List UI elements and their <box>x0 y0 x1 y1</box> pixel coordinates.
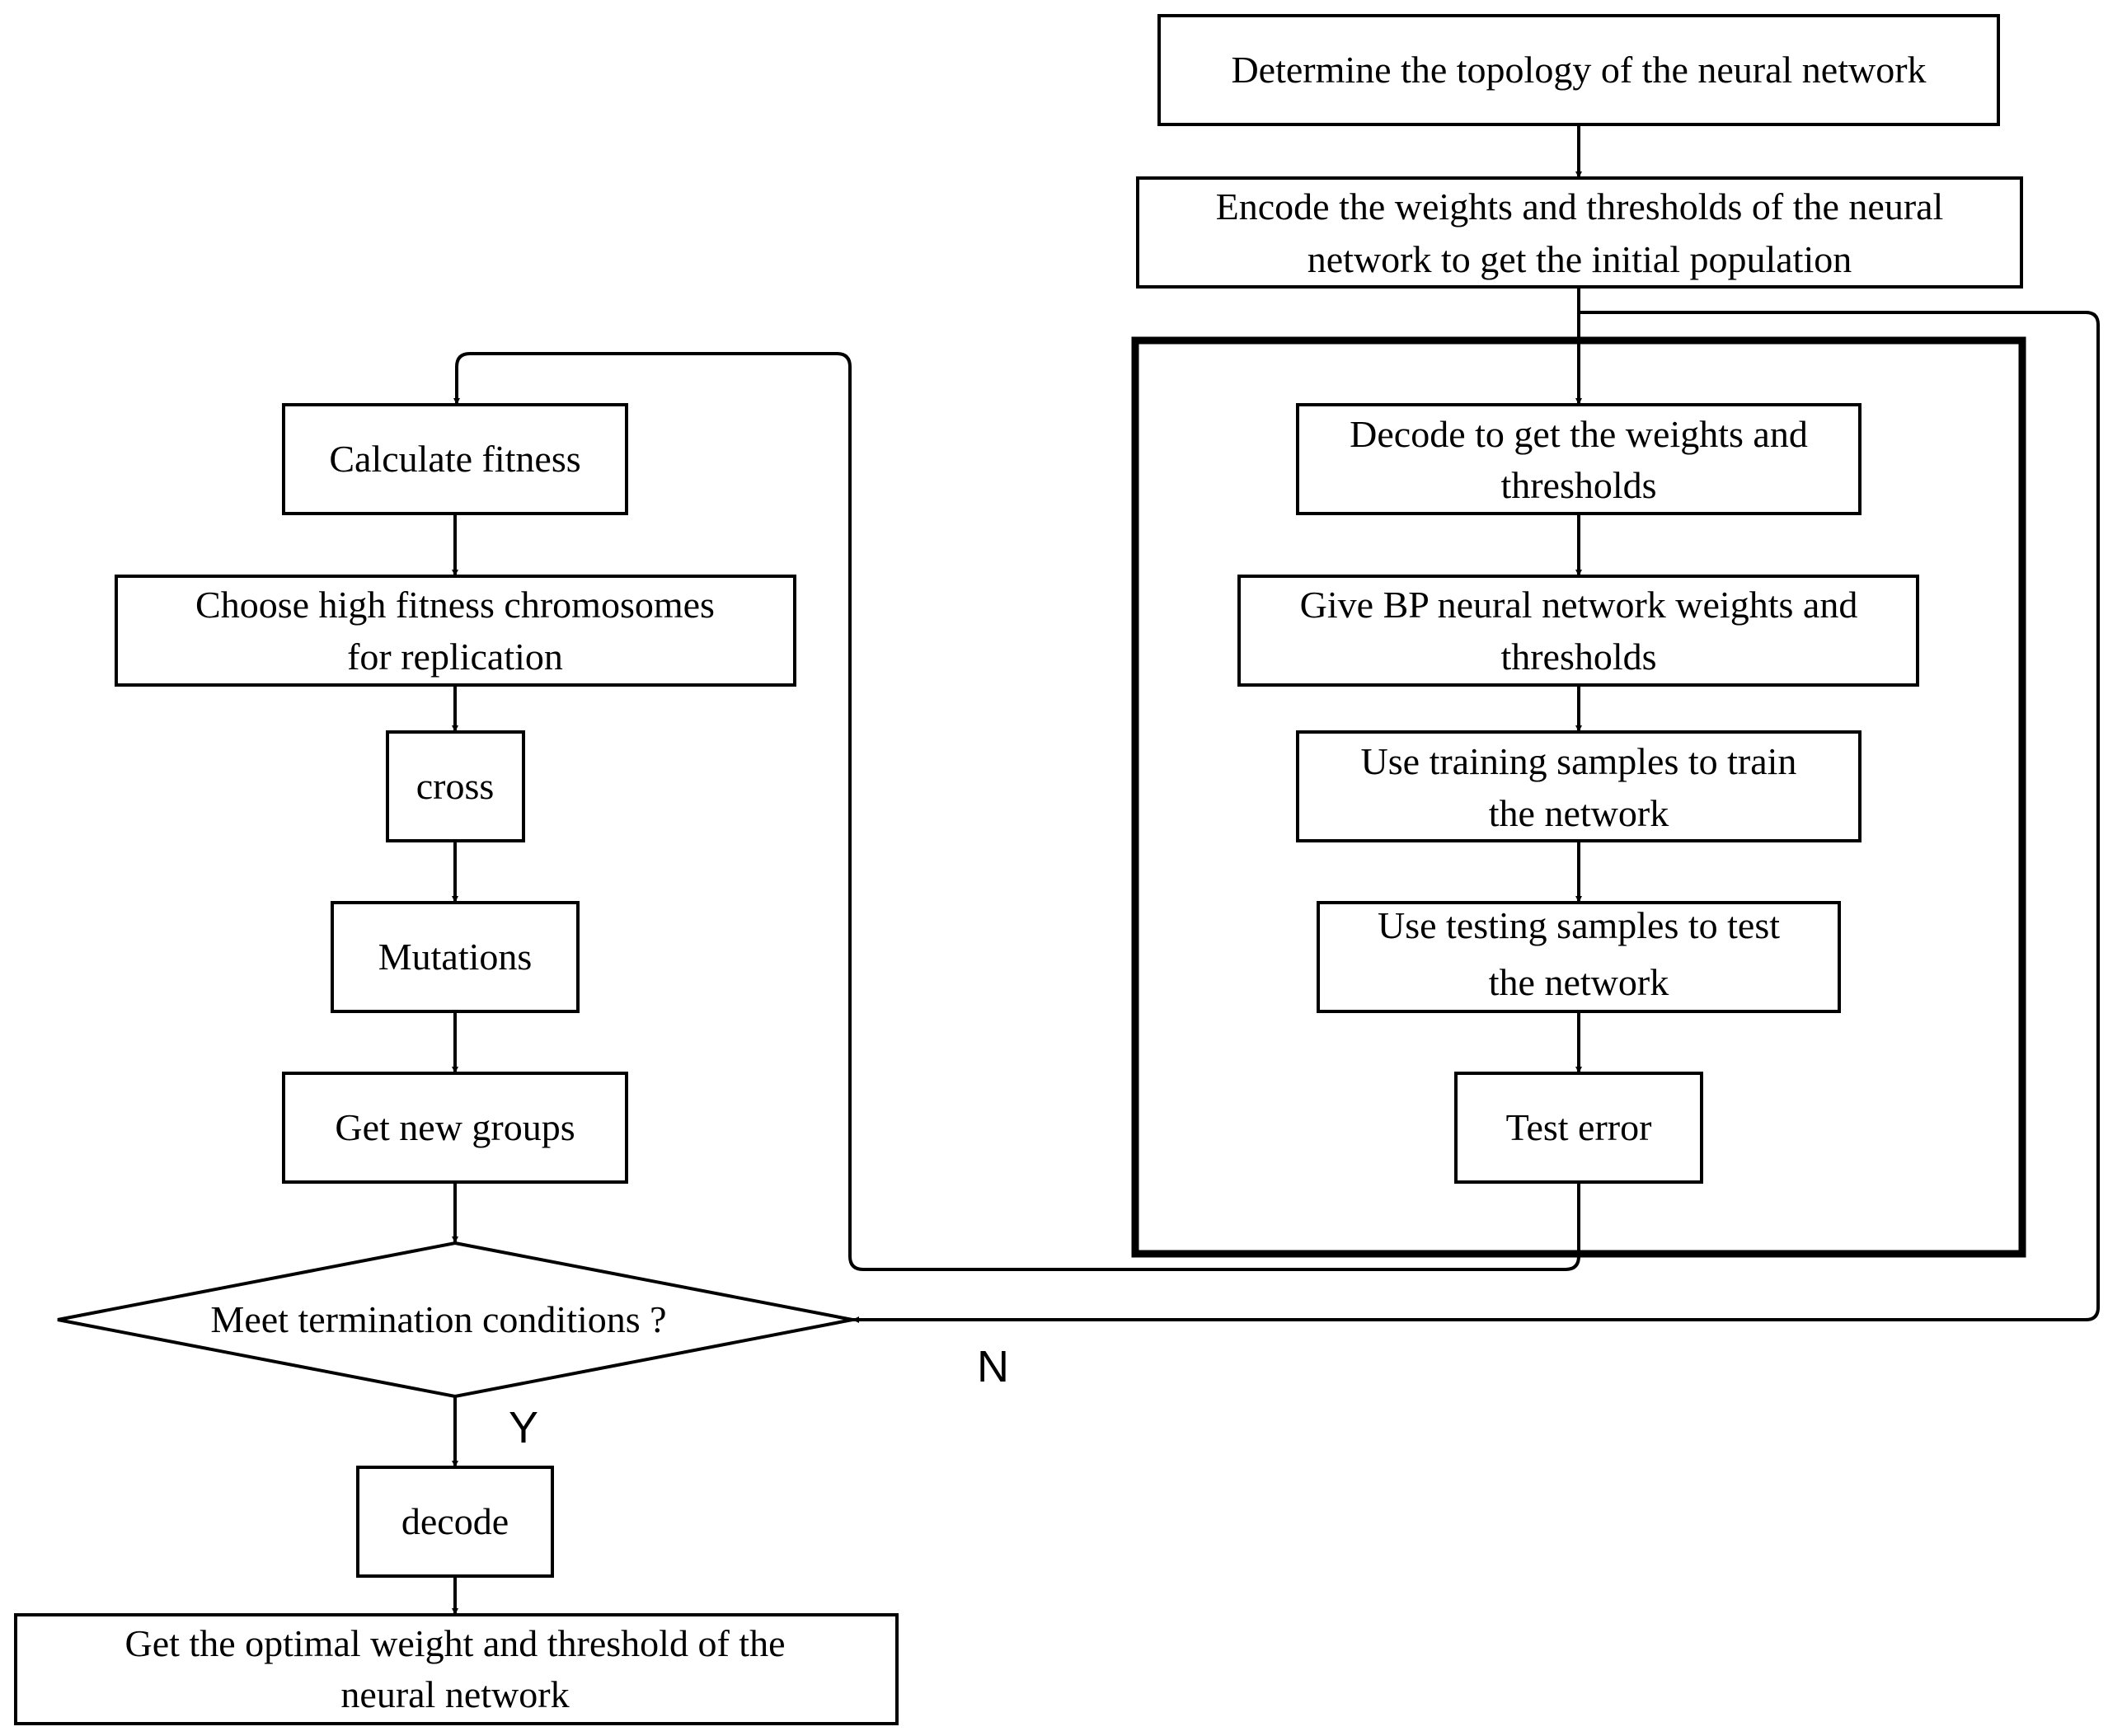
node-calc-fitness: Calculate fitness <box>282 403 628 515</box>
node-determine-topology: Determine the topology of the neural net… <box>1157 14 2000 126</box>
branch-label-no: N <box>977 1342 1009 1391</box>
node-optimal: Get the optimal weight and threshold of … <box>14 1613 899 1725</box>
node-termination-label: Meet termination conditions ? <box>210 1298 666 1340</box>
node-termination-decision: Meet termination conditions ? <box>57 1241 853 1399</box>
node-determine-topology-label: Determine the topology of the neural net… <box>1231 49 1926 91</box>
node-optimal-line-1: Get the optimal weight and threshold of … <box>125 1622 786 1664</box>
node-train: Use training samples to train the networ… <box>1296 730 1862 842</box>
node-encode-weights: Encode the weights and thresholds of the… <box>1136 176 2023 289</box>
node-choose-high-line-2: for replication <box>347 636 563 678</box>
node-optimal-line-2: neural network <box>340 1673 569 1715</box>
node-test-error-label: Test error <box>1506 1106 1652 1148</box>
node-cross-label: cross <box>416 765 495 807</box>
node-decode-weights-line-2: thresholds <box>1500 464 1656 506</box>
node-decode-label: decode <box>401 1500 509 1542</box>
node-give-bp-line-1: Give BP neural network weights and <box>1300 584 1858 626</box>
node-give-bp-line-2: thresholds <box>1500 636 1656 678</box>
node-train-line-2: the network <box>1489 792 1669 834</box>
node-choose-high: Choose high fitness chromosomes for repl… <box>115 575 796 687</box>
arrow-encode-to-decision-no <box>852 311 2100 1323</box>
node-choose-high-line-1: Choose high fitness chromosomes <box>195 584 715 626</box>
node-encode-weights-line-2: network to get the initial population <box>1308 238 1852 280</box>
node-decode: decode <box>356 1466 554 1578</box>
node-decode-weights: Decode to get the weights and thresholds <box>1296 403 1862 515</box>
node-mutations-label: Mutations <box>378 936 533 978</box>
node-test: Use testing samples to test the network <box>1317 901 1841 1013</box>
node-give-bp: Give BP neural network weights and thres… <box>1237 575 1919 687</box>
node-new-groups-label: Get new groups <box>335 1106 575 1148</box>
node-train-line-1: Use training samples to train <box>1361 740 1797 782</box>
node-calc-fitness-label: Calculate fitness <box>329 438 580 480</box>
node-new-groups: Get new groups <box>282 1072 628 1184</box>
node-mutations: Mutations <box>331 901 580 1013</box>
node-test-error: Test error <box>1454 1072 1703 1184</box>
node-encode-weights-line-1: Encode the weights and thresholds of the… <box>1216 185 1944 228</box>
node-test-line-2: the network <box>1489 961 1669 1003</box>
node-test-line-1: Use testing samples to test <box>1378 904 1780 946</box>
branch-label-yes: Y <box>509 1403 538 1452</box>
node-decode-weights-line-1: Decode to get the weights and <box>1350 413 1808 455</box>
arrow-test-error-to-calc-fitness <box>453 352 1580 1271</box>
node-cross: cross <box>386 730 525 842</box>
